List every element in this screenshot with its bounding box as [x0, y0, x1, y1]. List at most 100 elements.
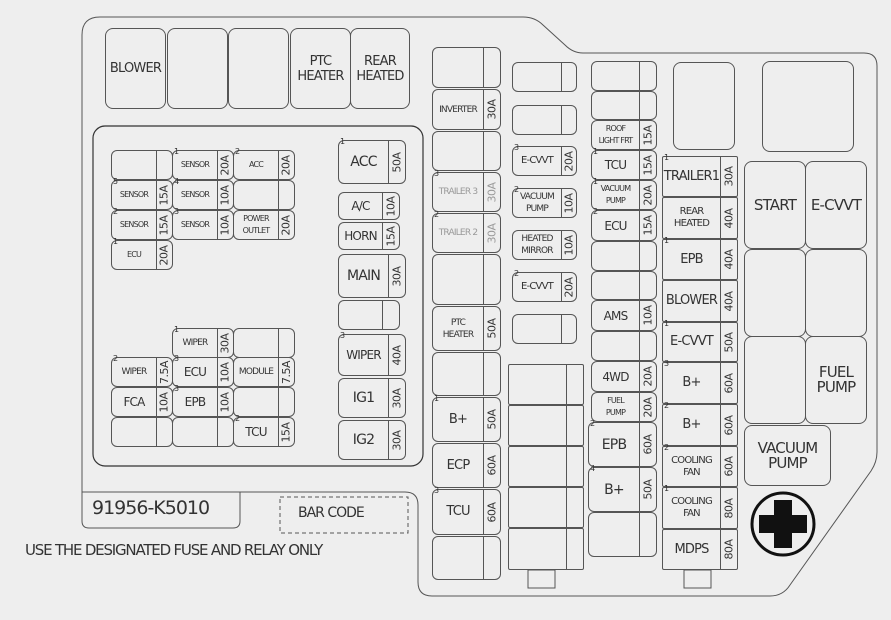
- fuse-empty-slot[interactable]: [111, 417, 173, 447]
- fuse-empty-slot[interactable]: [591, 241, 657, 271]
- relay-right-empty[interactable]: [744, 336, 806, 424]
- relay-vacuum-pump[interactable]: VACUUM PUMP: [744, 425, 831, 486]
- fuse-empty-slot[interactable]: [233, 180, 295, 210]
- fuse-empty-slot[interactable]: [432, 131, 501, 171]
- fuse-empty-slot[interactable]: [512, 314, 577, 344]
- fuse-empty-slot[interactable]: [233, 387, 295, 417]
- fuse-empty-slot[interactable]: [512, 105, 577, 135]
- fuse-label: [509, 365, 566, 404]
- fuse-empty-slot[interactable]: [588, 512, 657, 557]
- relay-top-empty[interactable]: [167, 28, 228, 109]
- fuse-empty-slot[interactable]: [432, 254, 501, 305]
- fuse-empty-slot[interactable]: [591, 271, 657, 300]
- relay-top-empty[interactable]: [228, 28, 289, 109]
- fuse-empty-slot[interactable]: [432, 352, 501, 396]
- fuse-empty-slot[interactable]: [508, 405, 584, 446]
- fuse-empty-slot[interactable]: [508, 446, 584, 487]
- fuse-label: [112, 418, 156, 446]
- fuse-empty-slot[interactable]: [432, 536, 501, 580]
- fuse-amperage: 20A: [639, 362, 656, 391]
- fuse-empty-slot[interactable]: [591, 331, 657, 361]
- relay-right-start[interactable]: START: [744, 161, 806, 249]
- fuse-amperage: 40A: [720, 240, 737, 279]
- relay-top-blower[interactable]: BLOWER: [105, 28, 166, 109]
- relay-right-empty[interactable]: [744, 249, 806, 337]
- fuse-empty-slot[interactable]: [233, 328, 295, 358]
- fuse-empty-slot[interactable]: [172, 417, 234, 447]
- relay-right-empty[interactable]: [805, 249, 867, 337]
- fuse-empty-slot[interactable]: [591, 91, 657, 120]
- relay-top-ptc-heater[interactable]: PTC HEATER: [290, 28, 351, 109]
- fuse-empty-slot[interactable]: [432, 47, 501, 88]
- fuse-empty-slot[interactable]: [591, 61, 657, 91]
- fuse-label: E-CVVT: [521, 155, 554, 166]
- relay-top-rear-heated[interactable]: REAR HEATED: [350, 28, 410, 109]
- relay-right-fuel-pump[interactable]: FUEL PUMP: [805, 336, 867, 424]
- fuse-number: 2: [590, 419, 596, 428]
- fuse-amperage: 10A: [382, 193, 399, 219]
- fuse-empty-slot[interactable]: [338, 300, 400, 330]
- relay-medium-empty[interactable]: [673, 62, 735, 150]
- fuse-empty-slot[interactable]: [508, 364, 584, 405]
- fuse-empty-slot[interactable]: [508, 487, 584, 528]
- fuse-empty-slot[interactable]: [512, 62, 577, 92]
- fuse-empty-slot[interactable]: [111, 150, 173, 180]
- relay-large-empty[interactable]: [762, 61, 854, 152]
- fuse-empty-slot[interactable]: [508, 528, 584, 570]
- fuse-amperage: 30A: [483, 214, 500, 252]
- relay-right-e-cvvt[interactable]: E-CVVT: [805, 161, 867, 249]
